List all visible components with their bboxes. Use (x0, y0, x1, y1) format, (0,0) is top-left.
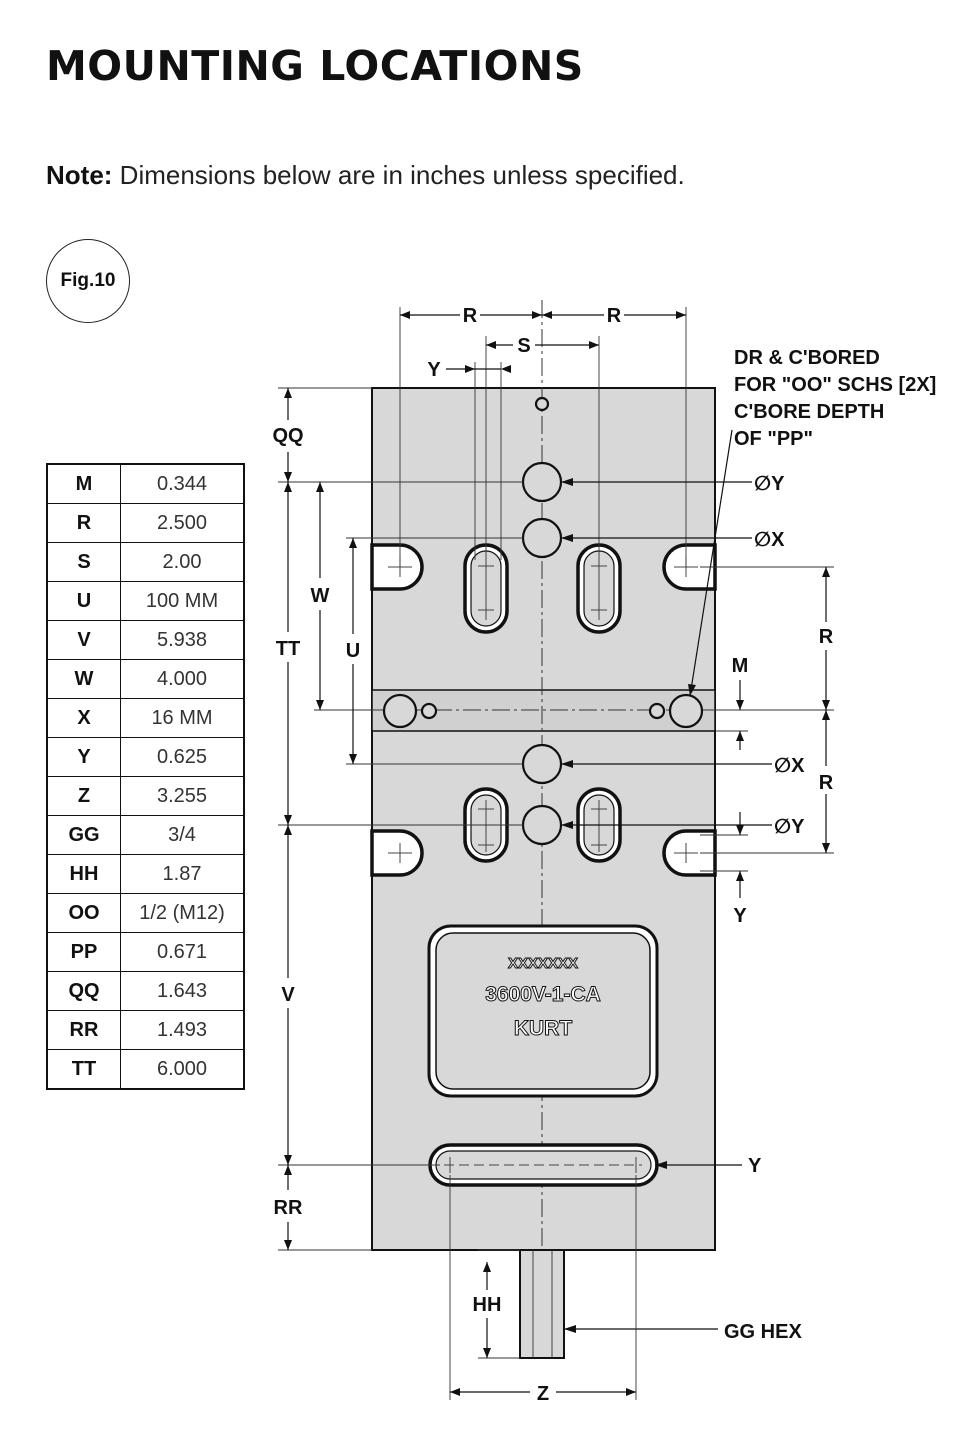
dimension-value: 3.255 (120, 776, 245, 816)
dim-label-dia-y-bottom: ∅Y (774, 816, 805, 838)
dimension-value: 1.87 (120, 854, 245, 894)
plate-text-line-1: XXXXXXX (508, 955, 578, 972)
slot-upper-right (576, 543, 622, 634)
hole-dia-y-top (521, 461, 563, 503)
dim-label-rr: RR (274, 1197, 303, 1219)
dim-label-s: S (517, 335, 530, 357)
dim-label-hh: HH (473, 1294, 502, 1316)
note-label: Note: (46, 160, 113, 190)
hex-shaft (519, 1249, 565, 1359)
dimension-value: 4.000 (120, 659, 245, 699)
dim-label-y-right: Y (733, 905, 747, 927)
dimension-value: 6.000 (120, 1049, 245, 1090)
dimension-key: U (46, 581, 121, 621)
dimension-key: Z (46, 776, 121, 816)
dim-label-r-right: R (607, 305, 622, 327)
rail-cbore-left (382, 693, 418, 729)
callout-line-1: DR & C'BORED (734, 347, 880, 369)
dimension-key: X (46, 698, 121, 738)
dim-label-dia-x-bottom: ∅X (774, 755, 805, 777)
plate-text-line-3: KURT (514, 1017, 572, 1040)
dim-label-r-upper-right: R (819, 626, 834, 648)
callout-line-4: OF "PP" (734, 428, 813, 450)
dimension-key: TT (46, 1049, 121, 1090)
dim-label-z: Z (537, 1383, 549, 1405)
dimension-key: QQ (46, 971, 121, 1011)
rail-cbore-right (668, 693, 704, 729)
dimension-value: 1.493 (120, 1010, 245, 1050)
dimension-value: 0.671 (120, 932, 245, 972)
rail-small-hole-right (648, 702, 666, 720)
dimension-note: Note: Dimensions below are in inches unl… (46, 160, 685, 191)
edge-slot-left-upper (370, 543, 424, 591)
page-title: MOUNTING LOCATIONS (46, 42, 584, 90)
edge-slot-right-lower (662, 829, 717, 877)
dim-label-dia-x-top: ∅X (754, 529, 785, 551)
dimension-key: GG (46, 815, 121, 855)
dim-label-r-left: R (463, 305, 478, 327)
dimension-value: 0.625 (120, 737, 245, 777)
dimension-key: V (46, 620, 121, 660)
hole-dia-y-bottom (521, 804, 563, 846)
dim-label-y-top: Y (427, 359, 441, 381)
dimension-value: 1/2 (M12) (120, 893, 245, 933)
dimension-value: 2.00 (120, 542, 245, 582)
dim-label-u: U (346, 640, 360, 662)
edge-slot-left-lower (370, 829, 424, 877)
dim-label-tt: TT (276, 638, 300, 660)
plate-text-line-2: 3600V-1-CA (485, 983, 601, 1006)
dim-label-r-lower-right: R (819, 772, 834, 794)
dimension-key: RR (46, 1010, 121, 1050)
dimension-key: PP (46, 932, 121, 972)
callout-line-2: FOR "OO" SCHS [2X] (734, 374, 936, 396)
bottom-horizontal-slot (428, 1143, 659, 1187)
top-small-hole (534, 396, 550, 412)
dimension-value: 100 MM (120, 581, 245, 621)
figure-label: Fig.10 (46, 239, 130, 323)
dimension-value: 2.500 (120, 503, 245, 543)
dimension-key: W (46, 659, 121, 699)
dim-label-gg-hex: GG HEX (724, 1321, 802, 1343)
dim-label-qq: QQ (272, 425, 303, 447)
dim-label-m: M (732, 655, 749, 677)
callout-line-3: C'BORE DEPTH (734, 401, 884, 423)
hole-dia-x-top (521, 517, 563, 559)
dim-label-y-bottom-slot: Y (748, 1155, 762, 1177)
dimension-value: 1.643 (120, 971, 245, 1011)
dimension-value: 3/4 (120, 815, 245, 855)
dim-label-w: W (311, 585, 330, 607)
hole-dia-x-bottom (521, 743, 563, 785)
note-text: Dimensions below are in inches unless sp… (119, 160, 685, 190)
dim-label-v: V (281, 984, 295, 1006)
dim-label-dia-y-top: ∅Y (754, 473, 785, 495)
rail-small-hole-left (420, 702, 438, 720)
